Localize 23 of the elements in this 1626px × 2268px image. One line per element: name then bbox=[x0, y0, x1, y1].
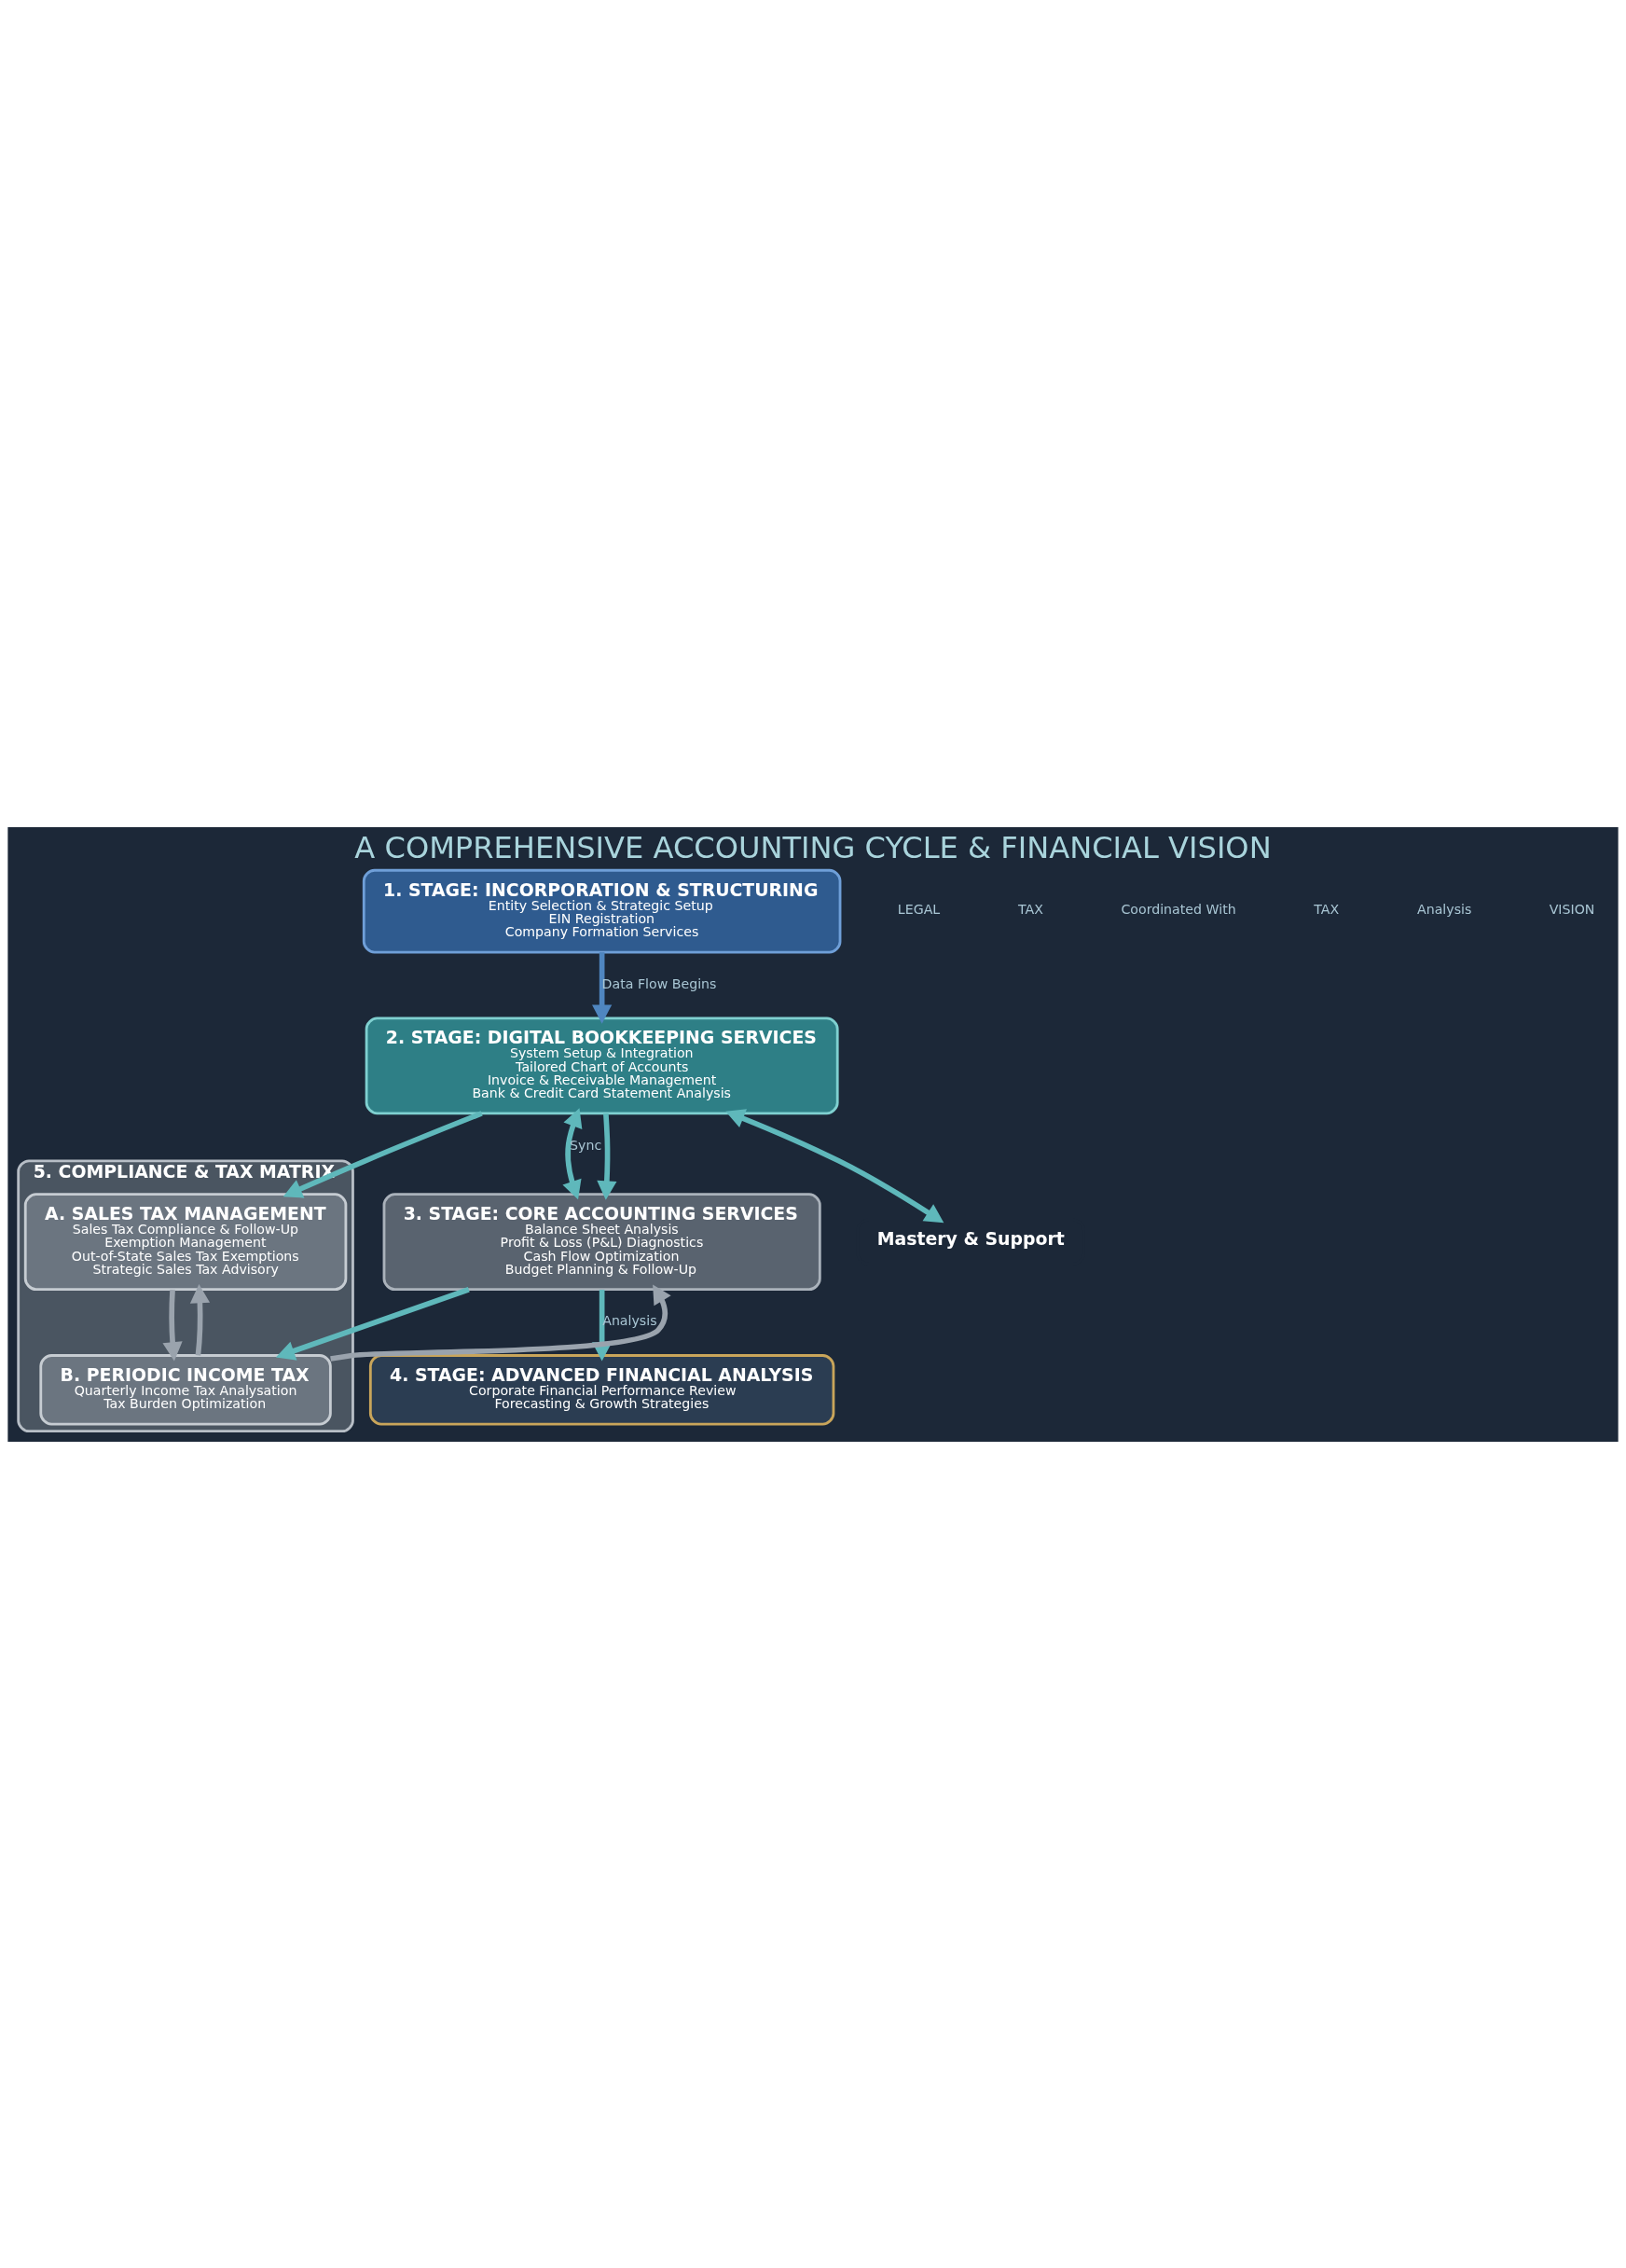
label: Analysis bbox=[1417, 901, 1472, 917]
label: TAX bbox=[1314, 901, 1340, 917]
node-box: A. SALES TAX MANAGEMENT Sales Tax Compliance & Follow-Up Exemption Management Out-of-State Sales Tax Exemptions Strategic Sales Tax Advisory bbox=[23, 1192, 348, 1291]
arrow bbox=[162, 1289, 183, 1361]
node-box: 1. STAGE: INCORPORATION & STRUCTURING Entity Selection & Strategic Setup EIN Registration Company Formation Services bbox=[362, 868, 842, 953]
arrow bbox=[275, 1286, 470, 1361]
label: LEGAL bbox=[897, 901, 941, 917]
diagram-title: A COMPREHENSIVE ACCOUNTING CYCLE & FINANCIAL VISION bbox=[354, 829, 1272, 865]
arrow bbox=[725, 1108, 944, 1223]
label: Coordinated With bbox=[1121, 901, 1236, 917]
node-text: Mastery & Support bbox=[876, 1227, 1065, 1249]
node-box: 3. STAGE: CORE ACCOUNTING SERVICES Balance Sheet Analysis Profit & Loss (P&L) Diagnostics Cash Flow Optimization Budget Planning & Follow-Up bbox=[382, 1192, 821, 1291]
arrow bbox=[189, 1283, 211, 1356]
arrow bbox=[597, 1113, 617, 1200]
node-box: 2. STAGE: DIGITAL BOOKKEEPING SERVICES System Setup & Integration Tailored Chart of Accounts Invoice & Receivable Management Bank & Credit Card Statement Analysis bbox=[365, 1016, 839, 1114]
node-box: 4. STAGE: ADVANCED FINANCIAL ANALYSIS Corporate Financial Performance Review Forecasting & Growth Strategies bbox=[368, 1353, 835, 1426]
edge-label: Sync bbox=[570, 1137, 602, 1153]
arrow bbox=[562, 1107, 583, 1199]
label: TAX bbox=[1017, 901, 1043, 917]
label: VISION bbox=[1549, 901, 1595, 917]
arrow bbox=[282, 1110, 483, 1198]
arrow bbox=[592, 951, 613, 1024]
node-box: B. PERIODIC INCOME TAX Quarterly Income Tax Analysation Tax Burden Optimization bbox=[39, 1353, 332, 1426]
